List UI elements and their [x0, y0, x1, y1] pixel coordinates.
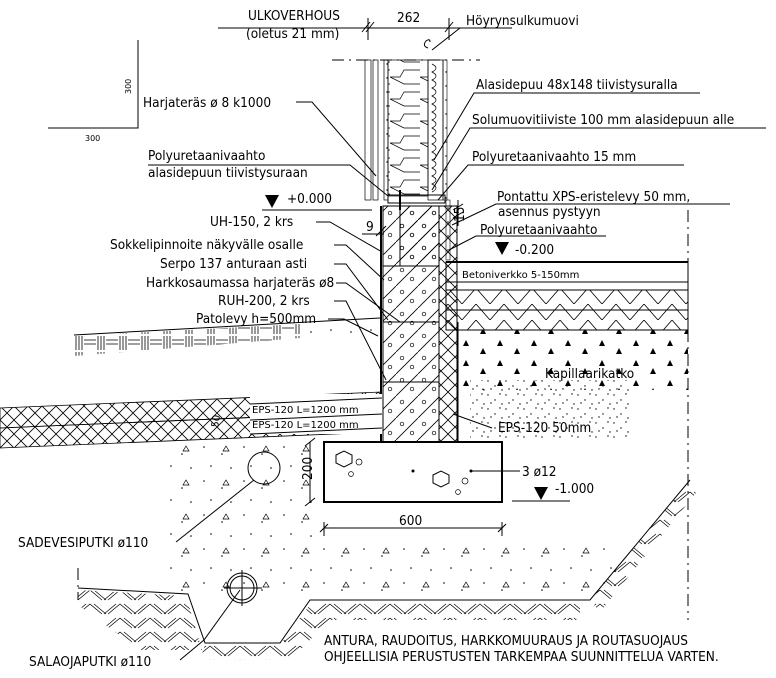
- level-floor-value: +0.000: [287, 191, 332, 207]
- rainwater-pipe: SADEVESIPUTKI ø110: [18, 451, 281, 551]
- footing: 3 ø12 200 600: [300, 437, 556, 536]
- scale-horizontal-label: 300: [85, 134, 100, 143]
- label-sokkelipinnoite: Sokkelipinnoite näkyvälle osalle: [110, 237, 303, 253]
- label-uh150: UH-150, 2 krs: [210, 214, 293, 230]
- vapour-barrier-hook: [423, 39, 431, 49]
- right-annotations: Höyrynsulkumuovi Alasidepuu 48x148 tiivi…: [431, 13, 766, 436]
- excavation-soil: [77, 479, 700, 660]
- dim-footing-width: 600: [399, 513, 422, 529]
- dim-262: 262: [397, 10, 420, 26]
- label-harkkosaumassa: Harkkosaumassa harjateräs ø8: [146, 275, 334, 291]
- dim-eps-thickness: 50: [210, 414, 223, 428]
- label-ulkoverhous-default: (oletus 21 mm): [246, 26, 339, 42]
- label-solumuovitiiviste: Solumuovitiiviste 100 mm alasidepuun all…: [472, 112, 734, 128]
- label-ulkoverhous: ULKOVERHOUS: [248, 8, 340, 24]
- label-hoyrynsulkumuovi: Höyrynsulkumuovi: [466, 13, 579, 29]
- floor-slab: Betoniverkko 5-150mm: [445, 210, 689, 620]
- label-betoniverkko: Betoniverkko 5-150mm: [462, 270, 579, 281]
- note-line2: OHJEELLISIA PERUSTUSTEN TARKEMPAA SUUNNI…: [324, 649, 719, 665]
- label-kapillaarikatko: Kapillaarikatko: [545, 366, 634, 382]
- dim-footing-height: 200: [300, 457, 316, 480]
- label-serpo: Serpo 137 anturaan asti: [160, 256, 307, 272]
- ground-surface: [73, 317, 381, 356]
- level-footing-value: -1.000: [555, 481, 594, 497]
- label-pu-ura-line1: Polyuretaanivaahto: [148, 148, 265, 164]
- label-xps-line2: asennus pystyyn: [498, 204, 601, 220]
- label-patolevy: Patolevy h=500mm: [196, 311, 316, 327]
- label-rebar: 3 ø12: [522, 464, 556, 480]
- scale-marker: 300 300: [48, 40, 139, 143]
- top-dimension: 262 ULKOVERHOUS (oletus 21 mm): [218, 8, 470, 42]
- level-floor: +0.000: [262, 191, 372, 211]
- eps-frost-insulation: EPS-120 L=1200 mm EPS-120 L=1200 mm 50: [0, 391, 383, 449]
- label-harjateras: Harjateräs ø 8 k1000: [143, 95, 271, 111]
- label-eps-50mm: EPS-120 50mm: [498, 420, 591, 436]
- label-alasidepuu: Alasidepuu 48x148 tiivistysuralla: [476, 77, 678, 93]
- dim-gap-9: 9: [366, 219, 374, 235]
- wall-frame: [364, 39, 448, 210]
- label-pu-15mm: Polyuretaanivaahto 15 mm: [472, 149, 636, 165]
- note-line1: ANTURA, RAUDOITUS, HARKKOMUURAUS JA ROUT…: [324, 633, 688, 649]
- backfill: [170, 445, 320, 595]
- label-pu-plain: Polyuretaanivaahto: [480, 222, 597, 238]
- label-salaojaputki: SALAOJAPUTKI ø110: [29, 654, 151, 670]
- scale-vertical-label: 300: [124, 79, 133, 94]
- left-annotations: Harjateräs ø 8 k1000 Polyuretaanivaahto …: [110, 95, 401, 381]
- level-slab: -0.200: [495, 242, 554, 258]
- level-slab-value: -0.200: [515, 242, 554, 258]
- label-ruh200: RUH-200, 2 krs: [218, 293, 310, 309]
- label-eps-row2: EPS-120 L=1200 mm: [252, 420, 359, 431]
- backfill-under-footing: [320, 538, 620, 600]
- level-footing: -1.000: [512, 481, 594, 502]
- label-eps-row1: EPS-120 L=1200 mm: [252, 405, 359, 416]
- drain-pipe: SALAOJAPUTKI ø110: [29, 570, 262, 670]
- general-note: ANTURA, RAUDOITUS, HARKKOMUURAUS JA ROUT…: [324, 633, 719, 665]
- label-sadevesiputki: SADEVESIPUTKI ø110: [18, 535, 148, 551]
- label-xps-line1: Pontattu XPS-eristelevy 50 mm,: [497, 189, 690, 205]
- label-pu-ura-line2: alasidepuun tiivistysuraan: [148, 165, 308, 181]
- sand-fill: [470, 380, 630, 440]
